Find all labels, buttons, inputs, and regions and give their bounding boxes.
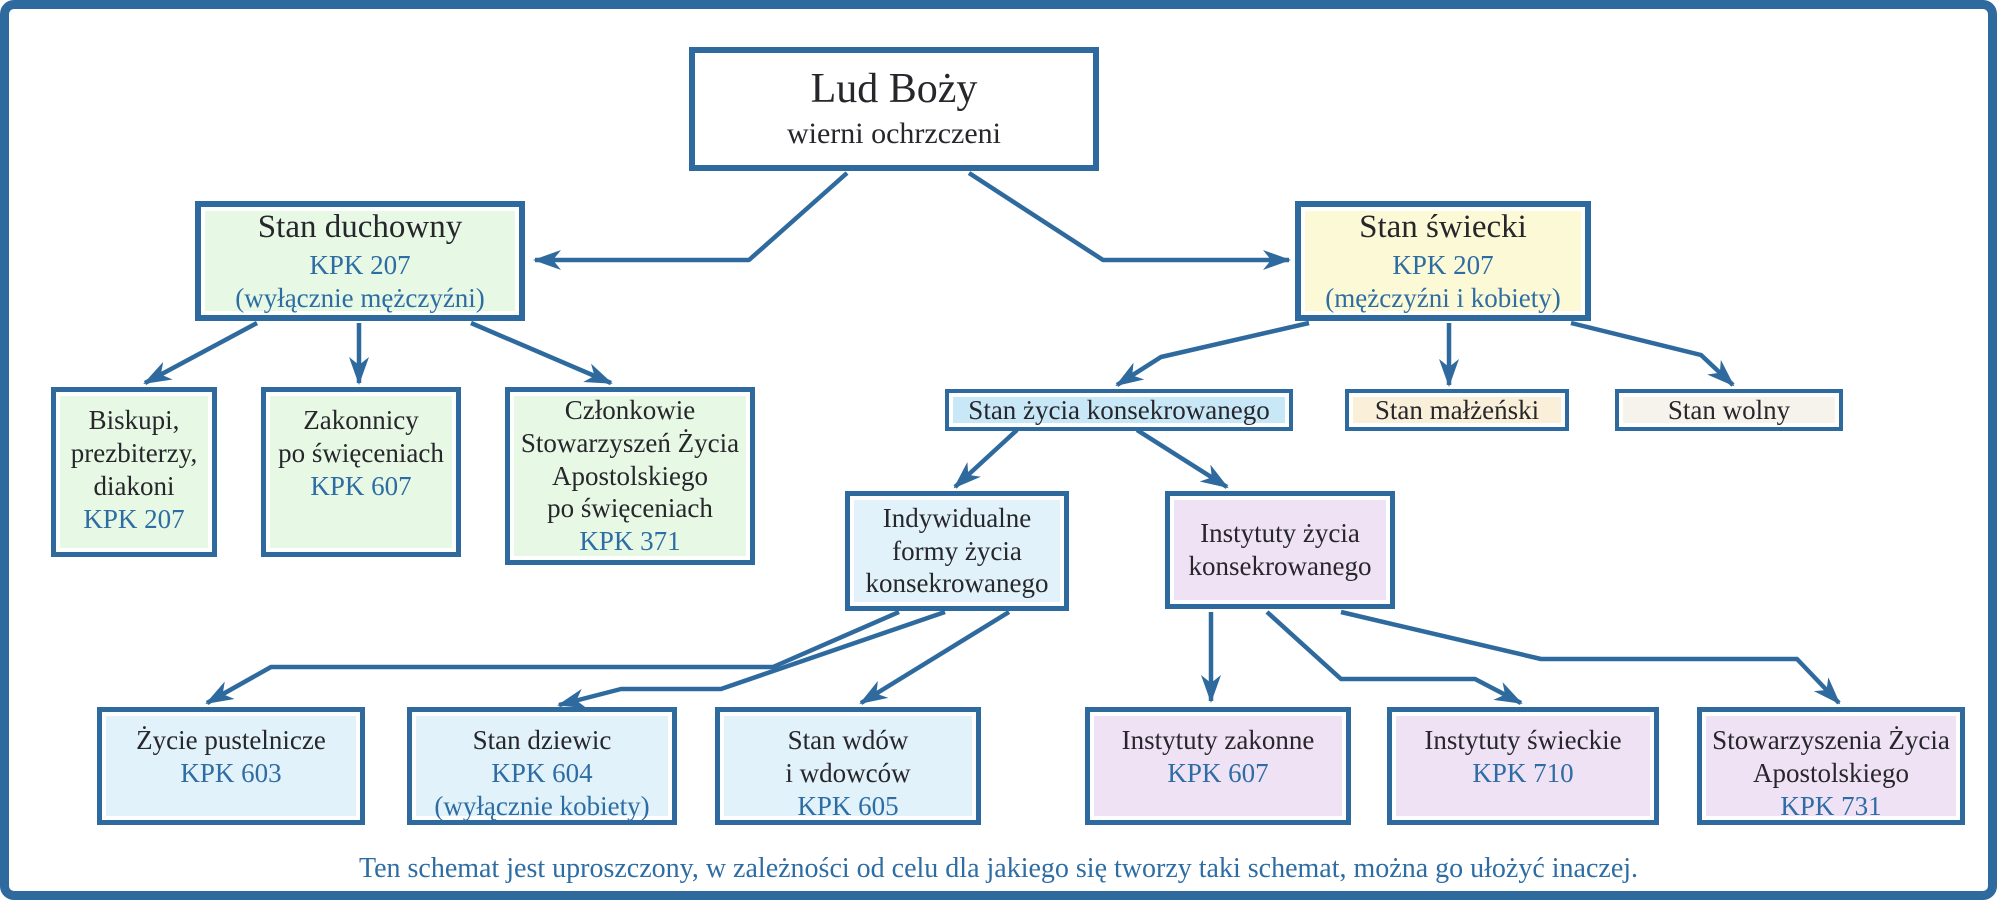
node-stan-swiecki-text: KPK 207 [1392, 249, 1494, 280]
node-indywidualne-formy-text: konsekrowanego [865, 568, 1049, 599]
node-stan-dziewic-text: (wyłącznie kobiety) [434, 790, 650, 821]
node-czlonkowie-stowarzyszen-text: po święceniach [547, 493, 713, 524]
node-instytuty-zycia-text: konsekrowanego [1188, 551, 1372, 581]
node-stan-wolny-text: Stan wolny [1667, 394, 1791, 425]
node-stowarzyszenia-zycia-text: Stowarzyszenia Życia [1712, 725, 1950, 755]
node-zycie-pustelnicze-text: Życie pustelnicze [136, 725, 326, 755]
node-zakonnicy-po-swieceniach-text: Zakonnicy [303, 405, 419, 435]
node-instytuty-swieckie-text: Instytuty świeckie [1424, 725, 1622, 755]
node-instytuty-zakonne-text: Instytuty zakonne [1121, 725, 1315, 755]
node-stan-dziewic-text: KPK 604 [491, 757, 593, 788]
node-stowarzyszenia-zycia-text: Apostolskiego [1752, 757, 1909, 788]
node-stan-duchowny-text: Stan duchowny [257, 209, 463, 246]
caption: Ten schemat jest uproszczony, w zależnoś… [358, 853, 1639, 884]
node-czlonkowie-stowarzyszen-text: KPK 371 [579, 526, 681, 557]
node-stan-wdow-text: KPK 605 [797, 790, 899, 821]
node-stan-duchowny-text: KPK 207 [309, 249, 411, 280]
node-root-text: Lud Boży [810, 66, 978, 113]
node-stan-malzenski: Stan małżeński [1345, 389, 1569, 431]
node-indywidualne-formy-text: Indywidualne [882, 502, 1032, 533]
node-biskupi-prezbiterzy-diakoni-text: KPK 207 [83, 503, 185, 534]
node-stan-wolny: Stan wolny [1615, 389, 1843, 431]
node-czlonkowie-stowarzyszen-text: Apostolskiego [551, 460, 708, 491]
node-stan-swiecki-text: (mężczyźni i kobiety) [1325, 282, 1561, 313]
node-stan-wdow-text: Stan wdów [787, 725, 909, 755]
node-indywidualne-formy-text: formy życia [892, 535, 1022, 566]
node-stan-zycia-konsekrowanego-text: Stan życia konsekrowanego [968, 394, 1270, 425]
node-zycie-pustelnicze-text: KPK 603 [180, 757, 282, 788]
node-biskupi-prezbiterzy-diakoni-text: Biskupi, [88, 405, 180, 435]
node-stan-zycia-konsekrowanego: Stan życia konsekrowanego [945, 389, 1293, 431]
node-czlonkowie-stowarzyszen-text: Stowarzyszeń Życia [520, 427, 740, 458]
node-biskupi-prezbiterzy-diakoni-text: diakoni [93, 470, 175, 501]
node-stowarzyszenia-zycia-text: KPK 731 [1780, 790, 1882, 821]
node-stan-wdow-text: i wdowców [785, 757, 911, 788]
node-instytuty-swieckie-text: KPK 710 [1472, 757, 1574, 788]
node-zakonnicy-po-swieceniach-text: po święceniach [278, 437, 444, 468]
node-czlonkowie-stowarzyszen-text: Członkowie [564, 394, 696, 425]
node-stan-dziewic-text: Stan dziewic [472, 725, 612, 755]
node-stan-swiecki-text: Stan świecki [1359, 209, 1527, 246]
node-stan-duchowny-text: (wyłącznie mężczyźni) [235, 282, 485, 313]
node-zakonnicy-po-swieceniach-text: KPK 607 [310, 470, 412, 501]
node-instytuty-zycia-text: Instytuty życia [1200, 518, 1360, 549]
node-biskupi-prezbiterzy-diakoni-text: prezbiterzy, [70, 437, 198, 468]
node-stan-malzenski-text: Stan małżeński [1374, 394, 1540, 425]
node-instytuty-zakonne-text: KPK 607 [1167, 757, 1269, 788]
node-root-text: wierni ochrzczeni [786, 116, 1002, 150]
